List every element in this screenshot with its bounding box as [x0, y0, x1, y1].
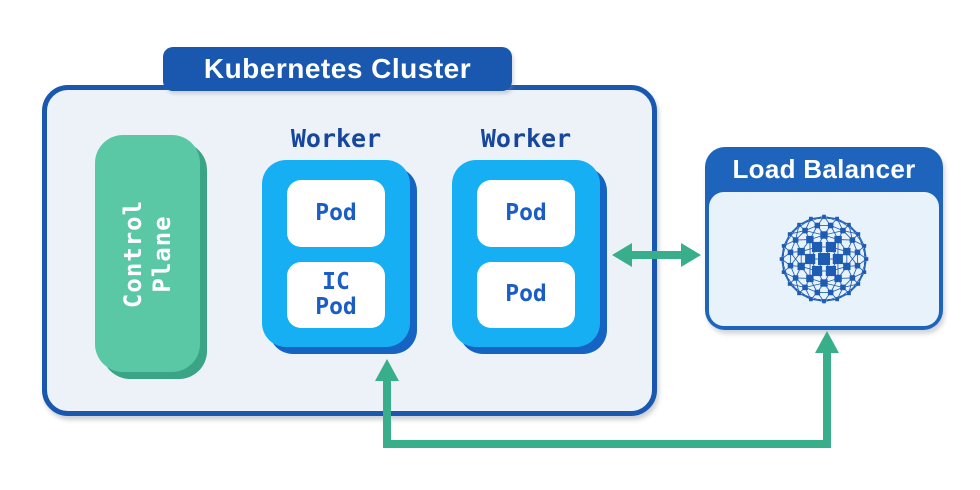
- network-sphere-icon: [779, 214, 869, 304]
- worker-1-label: Worker: [290, 124, 382, 153]
- arrowhead-to-loadbalancer: [815, 331, 839, 353]
- worker-2-label: Worker: [480, 124, 572, 153]
- control-plane-node: Control Plane: [95, 135, 200, 372]
- cluster-title-tab: Kubernetes Cluster: [163, 47, 512, 91]
- kubernetes-cluster-container: Control Plane Worker Pod IC Pod Worker P…: [42, 85, 657, 416]
- pod-node: Pod: [287, 180, 385, 247]
- load-balancer-header: Load Balancer: [705, 147, 943, 192]
- worker-2-node: Pod Pod: [452, 160, 600, 347]
- arrowhead-right: [681, 243, 701, 267]
- pod-node: Pod: [477, 180, 575, 247]
- load-balancer-title: Load Balancer: [732, 154, 916, 184]
- worker-1-node: Pod IC Pod: [262, 160, 410, 347]
- cluster-title: Kubernetes Cluster: [203, 53, 472, 84]
- load-balancer-card: Load Balancer: [705, 147, 943, 330]
- control-plane-label: Control Plane: [118, 199, 176, 308]
- pod-node: Pod: [477, 262, 575, 328]
- ic-pod-node: IC Pod: [287, 262, 385, 328]
- load-balancer-body: [709, 192, 939, 326]
